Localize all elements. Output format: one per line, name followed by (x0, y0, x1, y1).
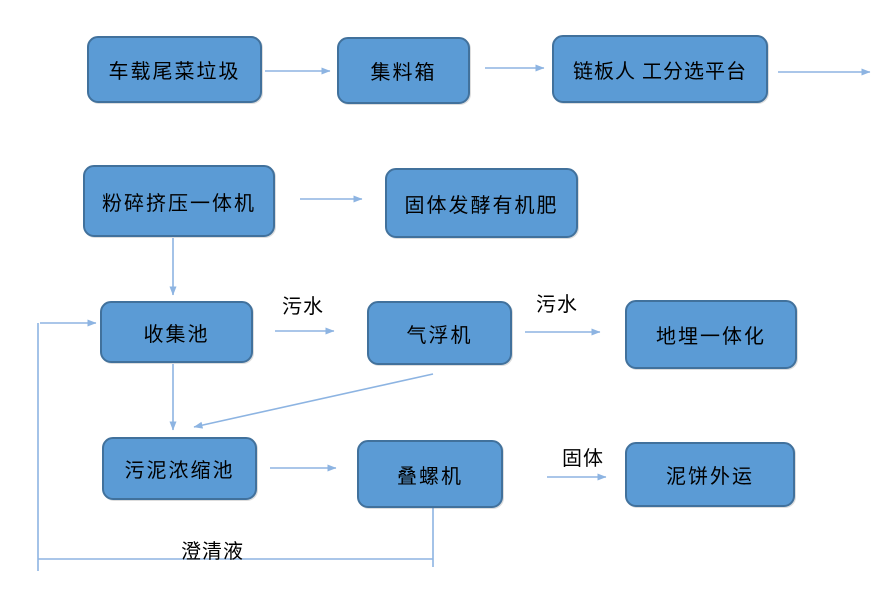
node-collection-pool: 收集池 (100, 301, 253, 363)
edge-label-sewage-1: 污水 (282, 296, 324, 318)
node-collection-box: 集料箱 (337, 37, 470, 104)
node-crusher-press: 粉碎挤压一体机 (83, 165, 275, 237)
node-sludge-thickening: 污泥浓缩池 (102, 437, 257, 500)
edge-label-solid: 固体 (562, 448, 604, 470)
node-mud-cake-out: 泥饼外运 (625, 442, 795, 507)
node-sorting-platform: 链板人 工分选平台 (552, 35, 768, 103)
node-organic-fertilizer: 固体发酵有机肥 (385, 168, 578, 238)
node-screw-press: 叠螺机 (357, 440, 503, 508)
arrow-flotation-to-sludge-diagonal (193, 373, 434, 429)
node-truck-waste: 车载尾菜垃圾 (87, 36, 262, 103)
edge-label-clarified-liquid: 澄清液 (181, 541, 244, 563)
edge-label-sewage-2: 污水 (536, 294, 578, 316)
node-air-flotation: 气浮机 (367, 301, 512, 365)
node-buried-integration: 地埋一体化 (625, 300, 797, 369)
